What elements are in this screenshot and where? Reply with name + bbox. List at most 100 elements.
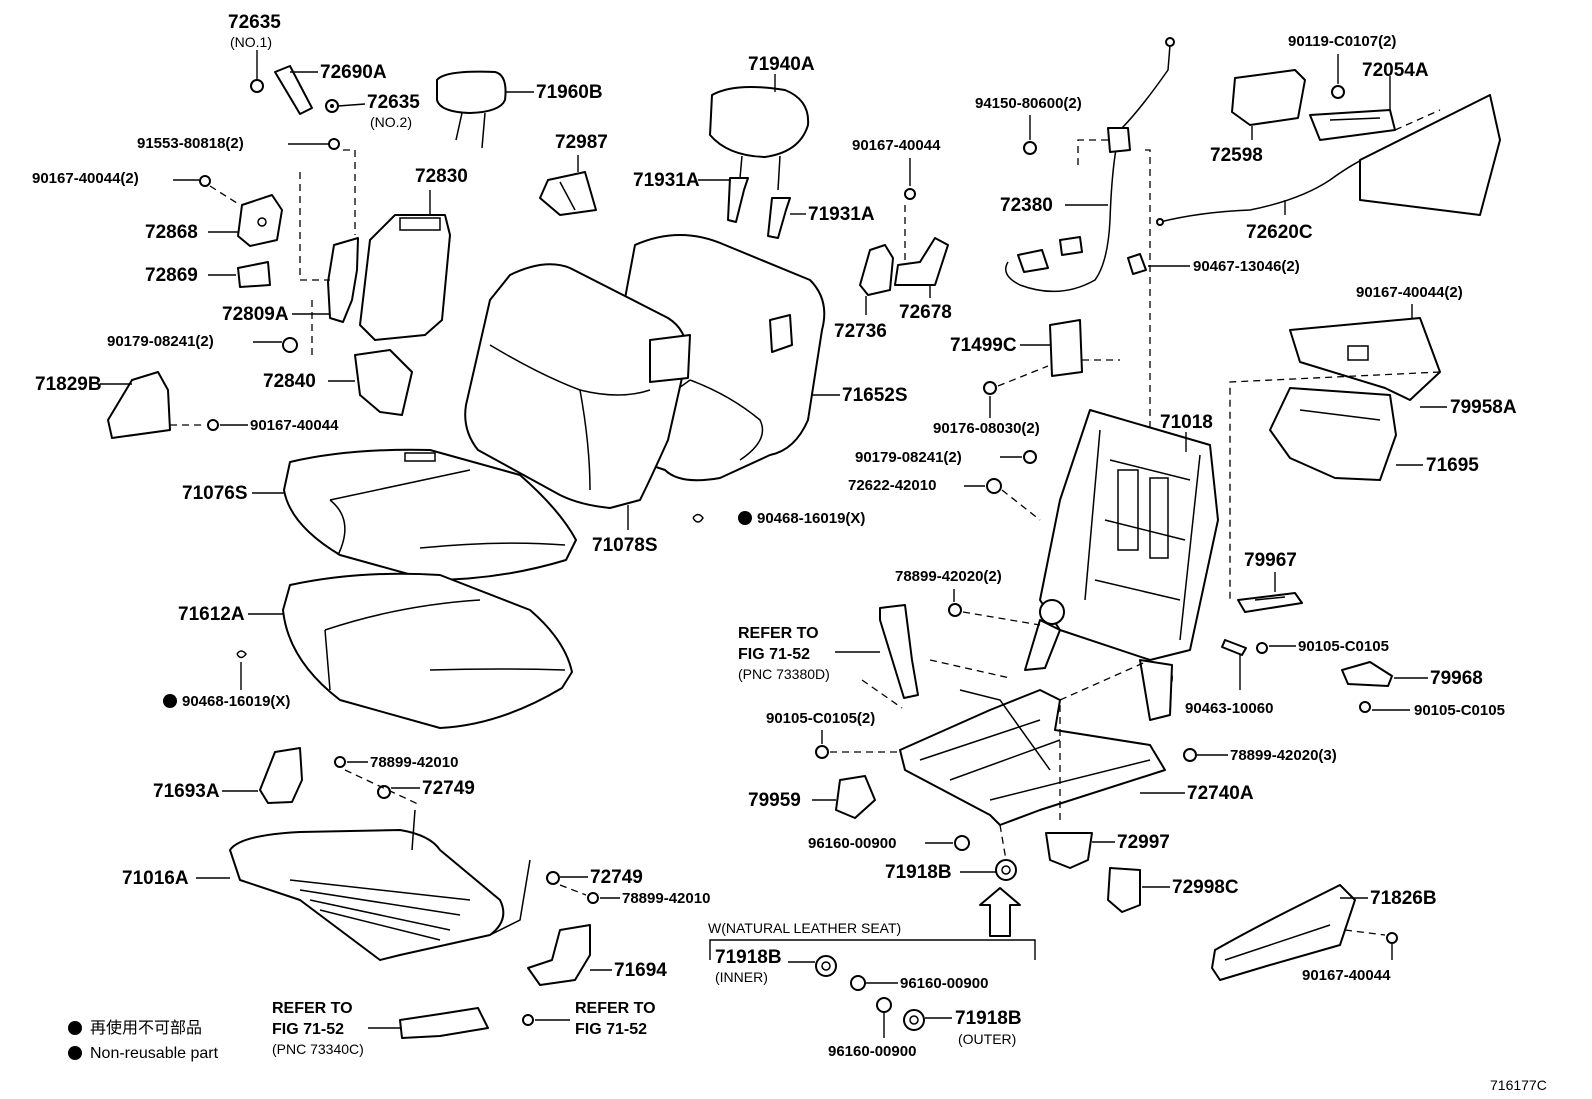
part-72997[interactable]: 72997	[1045, 832, 1170, 869]
ref2-line1: REFER TO	[272, 1000, 353, 1017]
label-71931A-2: 71931A	[808, 204, 875, 225]
ref3-line2: FIG 71-52	[575, 1021, 647, 1038]
label-72622-42010: 72622-42010	[848, 477, 936, 494]
part-72054A[interactable]: 72054A	[1309, 60, 1429, 141]
part-90468-16019-a[interactable]: 90468-16019(X)	[692, 510, 865, 527]
part-79968[interactable]: 79968	[1341, 661, 1483, 689]
part-90167-40044-d[interactable]: 90167-40044	[1302, 932, 1398, 984]
part-90167-40044-2[interactable]: 90167-40044(2)	[32, 170, 241, 206]
part-96160-00900-nl-b[interactable]: 96160-00900	[828, 997, 916, 1060]
label-71695: 71695	[1426, 455, 1479, 476]
label-71612A: 71612A	[178, 604, 245, 625]
label-78899-42020-a: 78899-42020(2)	[895, 568, 1002, 585]
part-71694[interactable]: 71694	[527, 924, 667, 986]
part-78899-42020-b[interactable]: 78899-42020(3)	[1183, 747, 1337, 764]
part-90463-10060[interactable]: 90463-10060	[1185, 639, 1273, 717]
part-72740A[interactable]: 72740A	[899, 659, 1254, 826]
part-72598[interactable]: 72598	[1210, 69, 1306, 166]
part-90119-C0107[interactable]: 90119-C0107(2)	[1288, 33, 1396, 99]
part-90167-40044-a[interactable]: 90167-40044	[170, 417, 339, 434]
refer-fig-71-52-pnc-73340C[interactable]: REFER TO FIG 71-52 (PNC 73340C)	[272, 1000, 489, 1057]
part-71918B-inner[interactable]: 71918B (INNER)	[715, 947, 837, 985]
part-72868[interactable]: 72868	[145, 194, 283, 247]
part-72987[interactable]: 72987	[539, 132, 608, 216]
part-71612A[interactable]: 71612A	[178, 572, 573, 729]
label-90467-13046: 90467-13046(2)	[1193, 258, 1300, 275]
part-72869[interactable]: 72869	[145, 261, 271, 288]
part-90105-C0105-b[interactable]: 90105-C0105	[1359, 701, 1505, 719]
part-90176-08030[interactable]: 90176-08030(2)	[933, 365, 1049, 437]
part-72736[interactable]: 72736	[834, 244, 894, 342]
part-90468-16019-b[interactable]: 90468-16019(X)	[163, 650, 290, 710]
part-72690A[interactable]: 72690A	[274, 62, 387, 115]
part-72840[interactable]: 72840	[263, 349, 413, 416]
part-94150-80600[interactable]: 94150-80600(2)	[975, 95, 1082, 155]
part-96160-00900-nl-a[interactable]: 96160-00900	[850, 975, 988, 992]
part-71695[interactable]: 71695	[1269, 387, 1479, 481]
part-96160-00900-a[interactable]: 96160-00900	[808, 835, 970, 852]
part-79958A[interactable]: 79958A	[1229, 317, 1517, 600]
label-78899-42010-a: 78899-42010	[370, 754, 458, 771]
part-90105-C0105-c[interactable]: 90105-C0105(2)	[766, 710, 900, 759]
part-71693A[interactable]: 71693A	[153, 747, 303, 804]
label-90167-40044-2: 90167-40044(2)	[32, 170, 139, 187]
part-90467-13046[interactable]: 90467-13046(2)	[1127, 253, 1300, 275]
part-71931A-1[interactable]: 71931A	[633, 170, 749, 223]
label-90468-16019-a: 90468-16019(X)	[757, 510, 865, 527]
part-72635-no1[interactable]: 72635 (NO.1)	[228, 12, 281, 93]
part-90179-08241-a[interactable]: 90179-08241(2)	[107, 300, 313, 355]
label-71940A: 71940A	[748, 54, 815, 75]
label-90105-C0105-b: 90105-C0105	[1414, 702, 1505, 719]
part-78899-42020-a[interactable]: 78899-42020(2)	[895, 568, 1041, 626]
part-71940A[interactable]: 71940A	[709, 54, 815, 191]
part-72809A[interactable]: 72809A	[222, 172, 359, 325]
label-90176-08030: 90176-08030(2)	[933, 420, 1040, 437]
refer-fig-71-52-bolt[interactable]: REFER TO FIG 71-52	[522, 1000, 656, 1038]
part-79959[interactable]: 79959	[748, 775, 876, 819]
part-71018[interactable]: 71018	[1024, 409, 1219, 721]
part-90167-40044-b[interactable]: 90167-40044	[852, 137, 941, 200]
part-91553-80818[interactable]: 91553-80818(2)	[137, 135, 356, 235]
part-71918B-outer[interactable]: 71918B (OUTER)	[903, 1008, 1022, 1047]
part-90179-08241-b[interactable]: 90179-08241(2)	[855, 449, 1037, 466]
legend: 再使用不可部品 Non-reusable part	[68, 1019, 219, 1062]
part-90105-C0105-a[interactable]: 90105-C0105	[1256, 638, 1389, 655]
label-outer: (OUTER)	[958, 1031, 1016, 1047]
part-71078S[interactable]: 71078S	[464, 263, 691, 556]
part-72622-42010[interactable]: 72622-42010	[848, 477, 1041, 521]
part-71076S[interactable]: 71076S	[182, 448, 577, 581]
label-72380: 72380	[1000, 195, 1053, 216]
part-71499C[interactable]: 71499C	[950, 319, 1120, 377]
part-72998C[interactable]: 72998C	[1107, 867, 1239, 913]
part-79967[interactable]: 79967	[1237, 550, 1303, 613]
part-71960B[interactable]: 71960B	[436, 70, 603, 149]
label-72749-a: 72749	[422, 778, 475, 799]
part-72678[interactable]: 72678	[894, 205, 952, 323]
part-72749-a[interactable]: 72749	[344, 769, 475, 806]
refer-fig-71-52-pnc-73380D[interactable]: REFER TO FIG 71-52 (PNC 73380D)	[738, 604, 919, 709]
label-inner: (INNER)	[715, 969, 768, 985]
ref2-pnc: (PNC 73340C)	[272, 1041, 364, 1057]
part-71016A[interactable]: 71016A	[122, 809, 531, 961]
part-71918B-a[interactable]: 71918B	[885, 824, 1017, 883]
label-71694: 71694	[614, 960, 667, 981]
label-71018: 71018	[1160, 412, 1213, 433]
part-72830[interactable]: 72830	[359, 166, 468, 341]
label-71076S: 71076S	[182, 483, 248, 504]
label-71918B-inner: 71918B	[715, 947, 782, 968]
part-71829B[interactable]: 71829B	[35, 371, 171, 439]
part-78899-42010-b[interactable]: 78899-42010	[559, 884, 710, 907]
label-72869: 72869	[145, 265, 198, 286]
label-72840: 72840	[263, 371, 316, 392]
label-72987: 72987	[555, 132, 608, 153]
label-72635-no2-sub: (NO.2)	[370, 114, 412, 130]
part-71931A-2[interactable]: 71931A	[767, 197, 875, 239]
part-72620C[interactable]: 72620C	[1156, 94, 1501, 243]
label-71918B-outer: 71918B	[955, 1008, 1022, 1029]
label-72830: 72830	[415, 166, 468, 187]
part-72749-b[interactable]: 72749	[546, 867, 643, 888]
part-71826B[interactable]: 71826B	[1211, 884, 1437, 981]
part-72635-no2[interactable]: 72635 (NO.2)	[325, 92, 420, 130]
label-71078S: 71078S	[592, 535, 658, 556]
part-78899-42010-a[interactable]: 78899-42010	[334, 754, 458, 771]
